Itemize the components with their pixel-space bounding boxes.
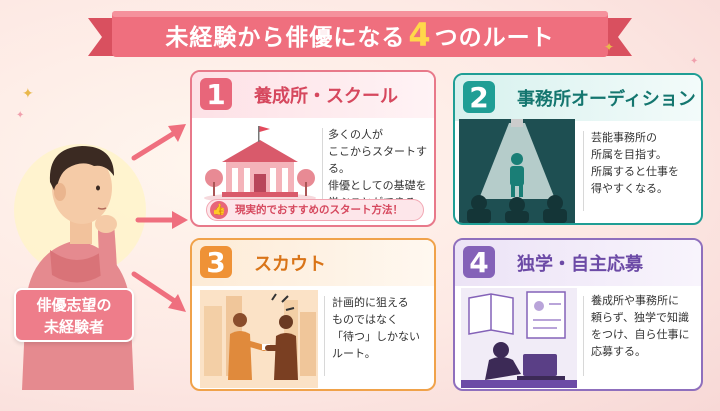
person-label-line2: 未経験者 xyxy=(43,318,104,336)
recommend-text: 現実的でおすすめのスタート方法！ xyxy=(235,204,403,216)
route-number: 2 xyxy=(463,81,495,114)
card-divider xyxy=(324,296,325,376)
card-divider xyxy=(322,128,323,202)
route-description: 計画的に狙える ものではなく 「待つ」しかない ルート。 xyxy=(332,296,420,360)
thumbs-up-icon: 👍 xyxy=(210,201,228,219)
person-label: 俳優志望の 未経験者 xyxy=(14,288,134,342)
self-study-laptop-icon xyxy=(461,288,577,388)
arrow-icon xyxy=(131,124,186,161)
route-description: 養成所や事務所に 頼らず、独学で知識 をつけ、自ら仕事に 応募する。 xyxy=(591,294,690,358)
route-title: 養成所・スクール xyxy=(254,86,398,107)
person-label-line1: 俳優志望の xyxy=(36,296,112,314)
person-thinking-illustration xyxy=(2,100,152,400)
route-title: 事務所オーディション xyxy=(517,89,696,110)
title-after: つのルート xyxy=(434,25,555,51)
sparkle-icon: ✦ xyxy=(16,110,25,121)
card-divider xyxy=(583,296,584,376)
school-building-icon xyxy=(204,126,316,202)
title-before: 未経験から俳優になる xyxy=(165,25,406,51)
card-header: 3 スカウト xyxy=(192,240,434,286)
route-card-scout: 3 スカウト 計画的に狙える ものではなく 「待つ」しかない ルート。 xyxy=(190,238,436,391)
arrow-icon xyxy=(135,211,188,229)
route-number: 4 xyxy=(463,246,495,279)
recommend-badge: 👍 現実的でおすすめのスタート方法！ xyxy=(206,199,424,221)
route-title: スカウト xyxy=(254,254,326,275)
route-card-audition: 2 事務所オーディション 芸能事務所の 所属を目指す。 所属すると仕事を 得やす… xyxy=(453,73,703,225)
street-scout-icon xyxy=(200,290,318,388)
route-description: 芸能事務所の 所属を目指す。 所属すると仕事を 得やすくなる。 xyxy=(591,131,679,195)
title-number: 4 xyxy=(408,16,432,54)
route-card-self-study: 4 独学・自主応募 養成所や事務所に 頼らず、独学で知識 をつけ、自ら仕事に 応… xyxy=(453,238,703,391)
arrow-icon xyxy=(131,271,186,312)
route-number: 1 xyxy=(200,78,232,111)
sparkle-icon: ✦ xyxy=(604,40,615,54)
route-number: 3 xyxy=(200,246,232,279)
sparkle-icon: ✦ xyxy=(22,86,34,102)
route-title: 独学・自主応募 xyxy=(517,254,643,275)
card-header: 2 事務所オーディション xyxy=(455,75,701,121)
sparkle-icon: ✦ xyxy=(690,56,699,67)
card-header: 1 養成所・スクール xyxy=(192,72,434,118)
card-divider xyxy=(583,131,584,211)
card-header: 4 独学・自主応募 xyxy=(455,240,701,286)
audition-stage-icon xyxy=(459,119,575,223)
